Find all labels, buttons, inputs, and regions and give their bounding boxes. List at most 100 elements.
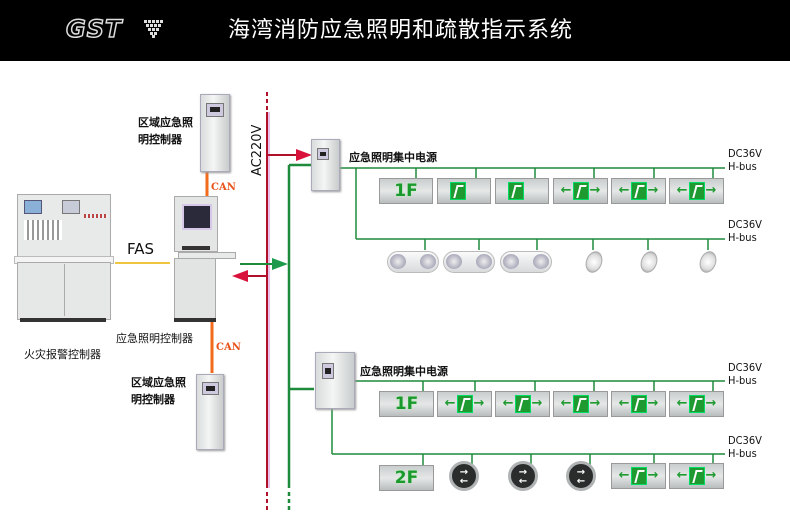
twin-head-emergency-light [500,249,552,275]
round-direction-sign: →← [449,461,479,491]
arrow-right-icon: → [531,396,543,411]
gst-logo: GST [65,14,163,44]
bidirectional-exit-sign: ←→ [611,391,666,417]
arrow-right-icon: → [705,468,717,483]
exit-sign [495,178,549,204]
emergency-lighting-controller [168,196,240,324]
floor-number: 1F [394,394,419,414]
arrow-left-icon: ← [560,183,572,198]
twin-head-emergency-light [443,249,495,275]
bidirectional-exit-sign: ←→ [611,178,666,204]
regional-controller-top [200,94,230,172]
bidirectional-exit-sign: ←→ [611,463,666,489]
bidirectional-exit-sign: ←→ [553,178,608,204]
round-direction-sign: →← [508,461,538,491]
arrow-right-icon: → [647,183,659,198]
arrow-left-icon: ← [459,476,469,487]
central-power-supply-2 [315,352,355,409]
arrow-right-icon: → [518,467,528,478]
arrow-left-icon: ← [518,476,528,487]
floor-sign-2f: 2F [379,465,434,491]
label-line: 明控制器 [138,133,182,146]
bidirectional-exit-sign: ←→ [669,391,724,417]
page-title: 海湾消防应急照明和疏散指示系统 [228,18,574,43]
running-man-icon [572,182,589,200]
bidirectional-exit-sign: ←→ [437,391,492,417]
power-supply-2-label: 应急照明集中电源 [360,365,448,378]
label-line: 明控制器 [131,393,175,406]
can-label-top: CAN [211,182,236,193]
floor-number: 1F [394,181,418,201]
floor-number: 2F [394,468,419,488]
bidirectional-exit-sign: ←→ [669,463,724,489]
running-man-icon [450,182,466,200]
logo-text: GST [65,14,123,44]
fas-label: FAS [127,240,155,258]
arrow-left-icon: ← [502,396,514,411]
arrow-right-icon: → [589,183,601,198]
fire-alarm-controller [12,194,114,324]
running-man-icon [508,182,524,200]
round-direction-sign: →← [566,461,596,491]
bus-name: H-bus [728,374,757,387]
arrow-right-icon: → [705,183,717,198]
running-man-icon [630,182,647,200]
bidirectional-exit-sign: ←→ [495,391,550,417]
regional-controller-bottom [196,374,224,450]
running-man-icon [630,395,647,413]
exit-sign [437,178,491,204]
arrow-left-icon: ← [618,183,630,198]
bus-name: H-bus [728,231,757,244]
central-power-supply-1 [311,139,340,191]
twin-head-emergency-light [387,249,439,275]
arrow-right-icon: → [576,467,586,478]
floor-sign-1f: 1F [379,391,434,417]
running-man-icon [514,395,531,413]
running-man-icon [456,395,473,413]
fire-alarm-controller-label: 火灾报警控制器 [24,348,101,361]
arrow-right-icon: → [459,467,469,478]
ac220v-label: AC220V [250,124,265,176]
bus-name: H-bus [728,160,757,173]
running-man-icon [572,395,589,413]
arrow-right-icon: → [589,396,601,411]
arrow-left-icon: ← [618,396,630,411]
arrow-left-icon: ← [676,396,688,411]
running-man-icon [688,182,705,200]
header-bar: GST 海湾消防应急照明和疏散指示系统 [0,0,790,61]
regional-controller-top-label: 区域应急照 明控制器 [138,114,193,148]
label-line: 区域应急照 [131,376,186,389]
emergency-lighting-controller-label: 应急照明控制器 [116,332,193,345]
arrow-left-icon: ← [444,396,456,411]
bus-name: H-bus [728,447,757,460]
arrow-right-icon: → [647,396,659,411]
arrow-right-icon: → [647,468,659,483]
bidirectional-exit-sign: ←→ [553,391,608,417]
regional-controller-bottom-label: 区域应急照 明控制器 [131,374,186,408]
bus-voltage: DC36V [728,218,762,231]
bus-arrow-controller [272,258,288,270]
arrow-left-icon: ← [576,476,586,487]
bidirectional-exit-sign: ←→ [669,178,724,204]
arrow-right-icon: → [473,396,485,411]
arrow-left-icon: ← [676,468,688,483]
power-supply-1-label: 应急照明集中电源 [349,151,437,164]
bus-voltage: DC36V [728,361,762,374]
running-man-icon [688,467,705,485]
running-man-icon [688,395,705,413]
bus-voltage: DC36V [728,147,762,160]
arrow-right-icon: → [705,396,717,411]
arrow-left-icon: ← [676,183,688,198]
ac-arrow-1 [296,149,312,161]
bus-voltage: DC36V [728,434,762,447]
ac-arrow-controller [232,270,248,282]
floor-sign-1f: 1F [379,178,433,204]
can-label-bottom: CAN [216,342,241,353]
checkered-diamond-icon [144,20,163,38]
label-line: 区域应急照 [138,116,193,129]
